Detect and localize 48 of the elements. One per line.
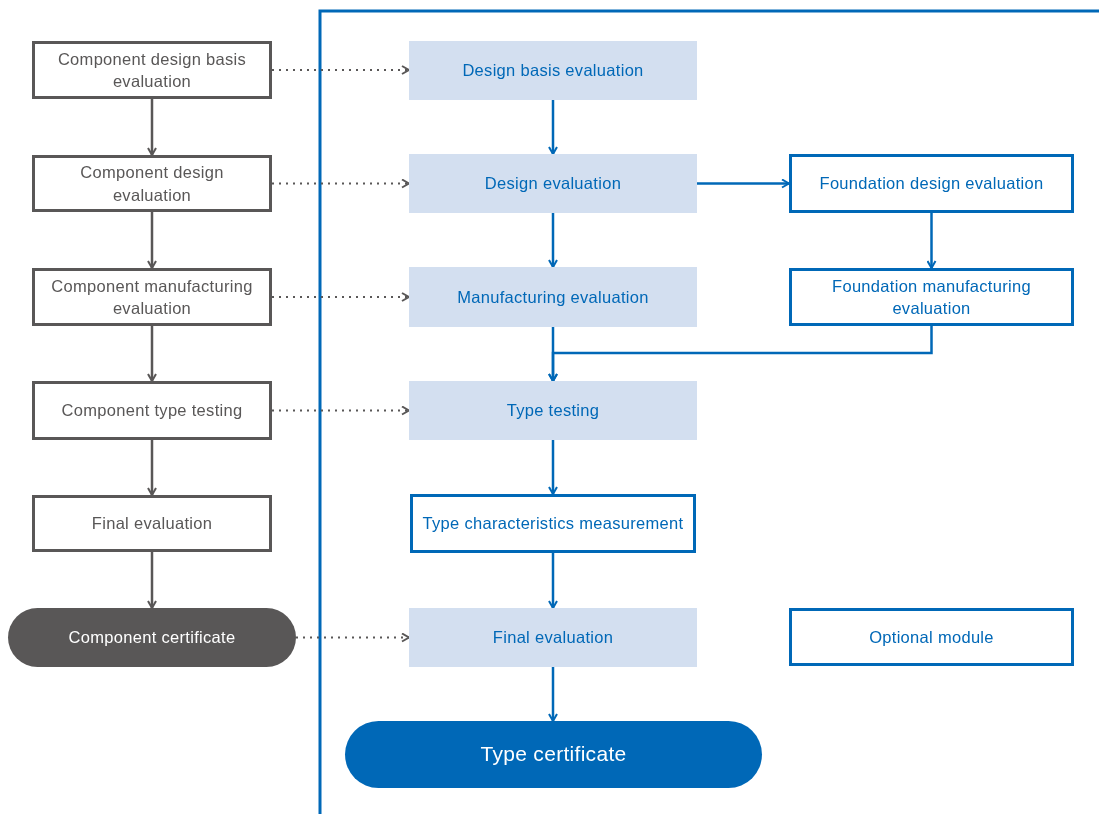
- arrow: [271, 292, 410, 302]
- node-label: Type certificate: [480, 741, 627, 768]
- arrow: [271, 405, 410, 416]
- arrow: [926, 213, 937, 269]
- node-label: Component certificate: [68, 627, 236, 649]
- arrow: [271, 65, 410, 75]
- node-label: Component design evaluation: [79, 162, 225, 206]
- process-box: [409, 608, 697, 667]
- node-label: Final evaluation: [492, 627, 614, 649]
- node-label: Design basis evaluation: [462, 60, 644, 82]
- node-label: Component manufacturing evaluation: [50, 275, 254, 319]
- arrow: [147, 212, 157, 269]
- node-label: Foundation design evaluation: [819, 173, 1044, 195]
- node-label: Component type testing: [61, 400, 243, 422]
- arrow: [548, 100, 558, 155]
- process-box: [789, 268, 1074, 326]
- process-box: [32, 268, 272, 326]
- node-label: Type characteristics measurement: [422, 513, 684, 535]
- process-box: [32, 155, 272, 212]
- arrow: [548, 213, 558, 268]
- process-box: [32, 381, 272, 440]
- arrow: [295, 632, 410, 643]
- process-box: [32, 41, 272, 99]
- arrow: [147, 440, 157, 496]
- process-box: [409, 41, 697, 100]
- arrow: [147, 552, 157, 609]
- node-label: Type testing: [506, 400, 600, 422]
- arrow: [548, 326, 933, 382]
- arrow: [548, 667, 558, 722]
- arrow: [147, 326, 157, 382]
- process-box: [409, 154, 697, 213]
- arrow: [548, 553, 558, 609]
- node-label: Component design basis evaluation: [56, 48, 248, 92]
- process-box: [409, 267, 697, 327]
- node-label: Manufacturing evaluation: [457, 286, 649, 308]
- arrow: [147, 99, 157, 156]
- process-box: [789, 154, 1074, 213]
- arrow: [697, 178, 790, 189]
- node-label: Final evaluation: [91, 513, 213, 535]
- process-box: [789, 608, 1074, 666]
- process-box: [32, 495, 272, 552]
- arrow: [548, 440, 558, 495]
- node-label: Design evaluation: [484, 173, 622, 195]
- node-label: Foundation manufacturing evaluation: [831, 275, 1032, 319]
- arrow: [271, 178, 410, 189]
- node-label: Optional module: [869, 626, 994, 648]
- process-box: [409, 381, 697, 440]
- process-box: [410, 494, 696, 553]
